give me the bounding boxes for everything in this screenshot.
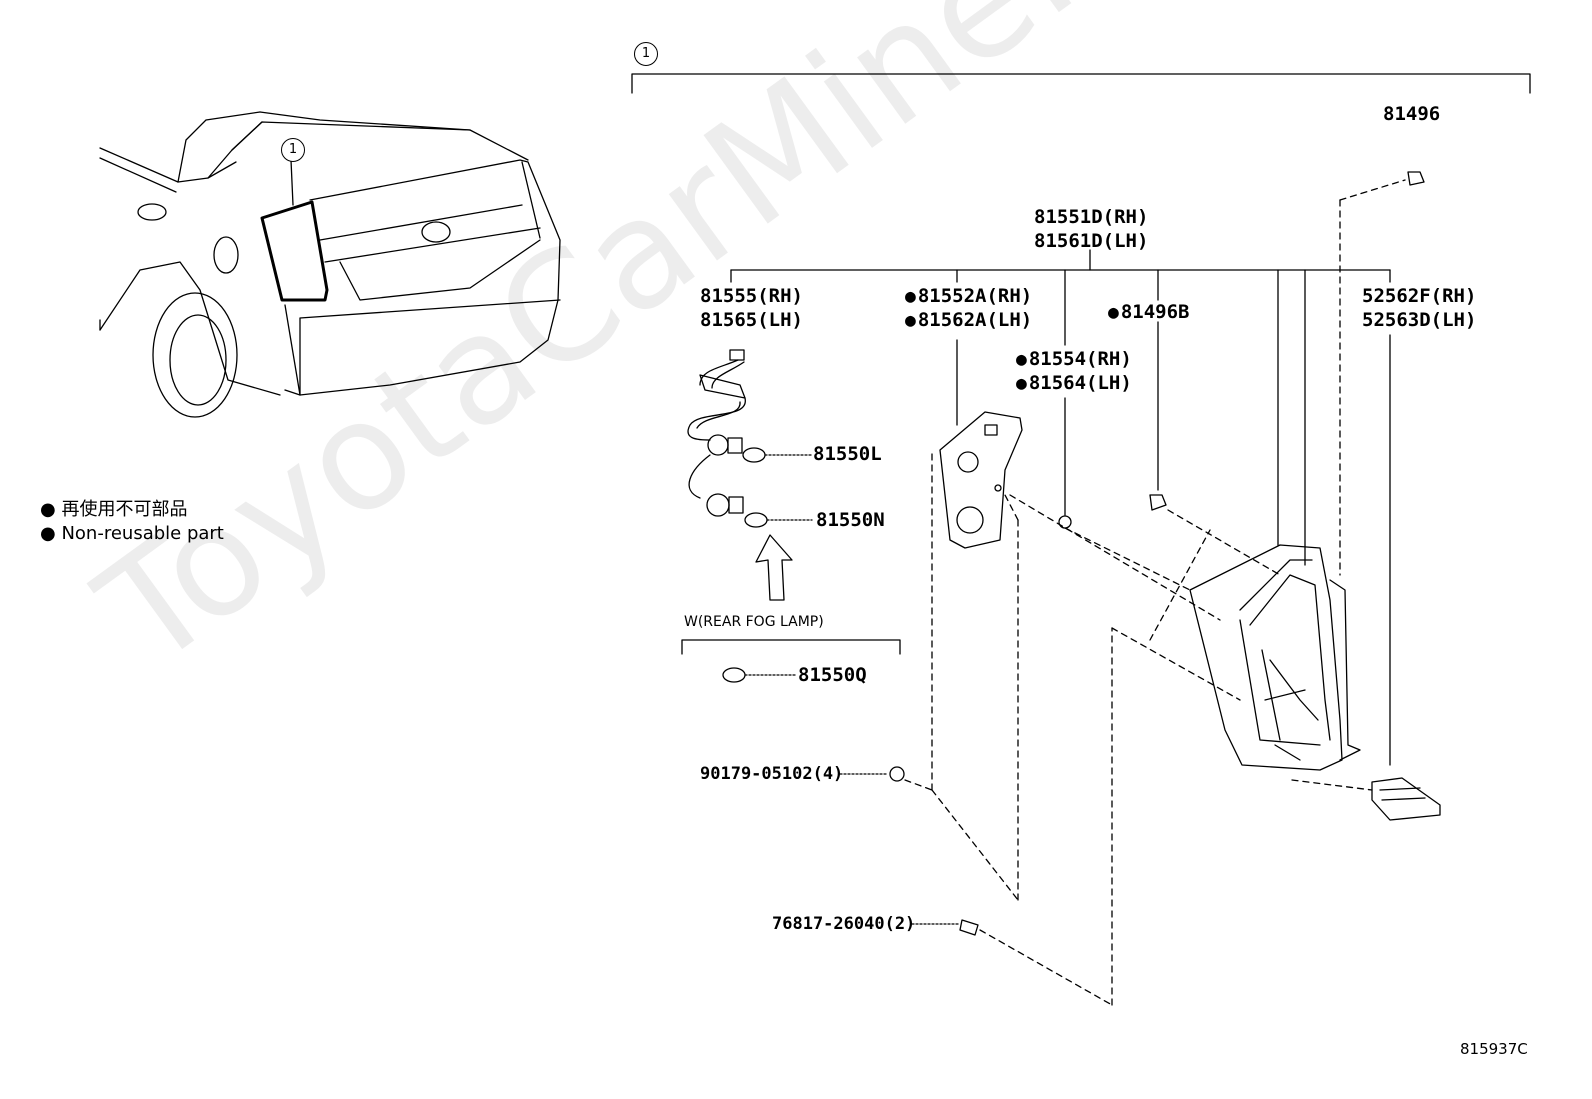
part-number-text: 81552A(RH): [917, 285, 1033, 307]
lamp-cover: [1371, 777, 1441, 821]
part-label-81550q[interactable]: 81550Q: [798, 664, 867, 686]
part-label-81561d-lh[interactable]: 81561D(LH): [1034, 230, 1149, 252]
assembly-guide-lines: [904, 179, 1406, 1006]
legend-bullet: ●: [40, 523, 56, 544]
diagram-code: 815937C: [1460, 1040, 1528, 1058]
legend-bullet: ●: [40, 499, 56, 520]
non-reusable-bullet: ●: [1016, 373, 1027, 394]
legend-japanese: ● 再使用不可部品: [40, 498, 187, 522]
part-label-81550n[interactable]: 81550N: [816, 509, 885, 531]
assembly-bracket: [631, 73, 1531, 94]
socket-wire-assembly: [687, 349, 813, 528]
part-label-81565-lh[interactable]: 81565(LH): [700, 309, 803, 331]
non-reusable-bullet: ●: [905, 310, 916, 331]
part-number-text: 81496B: [1120, 301, 1190, 323]
legend-en-text: Non-reusable part: [61, 523, 224, 544]
part-label-52563d-lh[interactable]: 52563D(LH): [1362, 309, 1477, 331]
callout-1-car: 1: [281, 138, 305, 162]
part-label-81554-rh[interactable]: ●81554(RH): [1016, 347, 1132, 372]
non-reusable-bullet: ●: [1108, 302, 1119, 323]
non-reusable-bullet: ●: [1016, 349, 1027, 370]
callout-1-assembly: 1: [634, 42, 658, 66]
part-label-81496[interactable]: 81496: [1383, 103, 1441, 125]
part-label-81551d-rh[interactable]: 81551D(RH): [1034, 206, 1149, 228]
part-label-90179-05102[interactable]: 90179-05102(4): [700, 764, 844, 784]
part-label-81550l[interactable]: 81550L: [813, 443, 882, 465]
part-number-text: 81564(LH): [1028, 372, 1132, 394]
rear-fog-lamp-header: W(REAR FOG LAMP): [684, 614, 824, 630]
part-label-52562f-rh[interactable]: 52562F(RH): [1362, 285, 1477, 307]
non-reusable-bullet: ●: [905, 286, 916, 307]
part-label-81496b[interactable]: ●81496B: [1108, 300, 1189, 325]
part-label-76817-26040[interactable]: 76817-26040(2): [772, 914, 916, 934]
part-label-81555-rh[interactable]: 81555(RH): [700, 285, 803, 307]
part-number-text: 81562A(LH): [917, 309, 1033, 331]
lamp-gasket: [939, 411, 1023, 549]
part-label-81552a-rh[interactable]: ●81552A(RH): [905, 284, 1032, 309]
part-label-81562a-lh[interactable]: ●81562A(LH): [905, 308, 1032, 333]
part-number-text: 81554(RH): [1028, 348, 1132, 370]
legend-english: ● Non-reusable part: [40, 522, 224, 546]
car-rear-illustration: [99, 111, 561, 418]
part-label-81564-lh[interactable]: ●81564(LH): [1016, 371, 1132, 396]
legend-jp-text: 再使用不可部品: [61, 499, 188, 520]
tail-lamp-housing: [1189, 544, 1361, 771]
view-arrow: [755, 534, 793, 601]
